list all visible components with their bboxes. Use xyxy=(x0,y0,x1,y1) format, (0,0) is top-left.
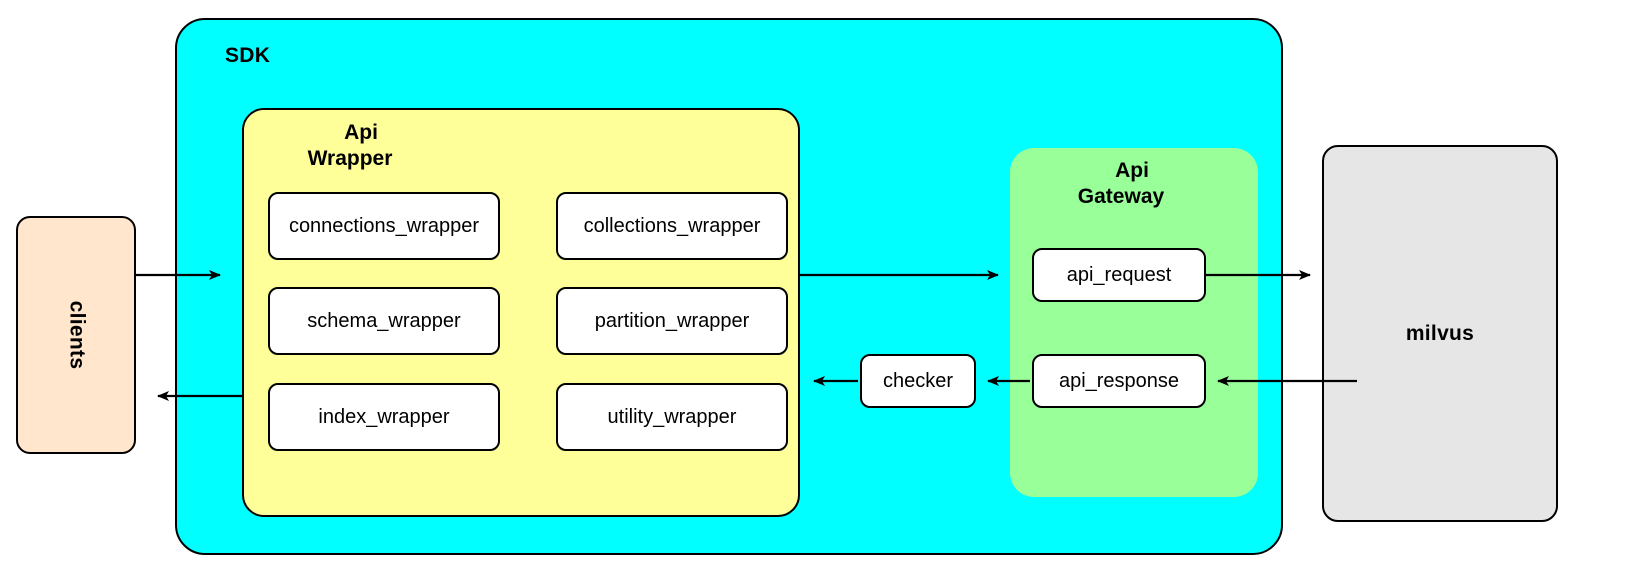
clients-label: clients xyxy=(64,300,88,370)
cell-api-response[interactable]: api_response xyxy=(1032,354,1206,408)
milvus-label: milvus xyxy=(1405,321,1475,345)
cell-connections-wrapper[interactable]: connections_wrapper xyxy=(268,192,500,260)
api-wrapper-label: Api Wrapper xyxy=(286,120,436,171)
milvus-node[interactable]: milvus xyxy=(1322,145,1558,522)
api-gateway-container[interactable]: Api Gateway api_request api_response xyxy=(1010,148,1258,497)
cell-partition-wrapper[interactable]: partition_wrapper xyxy=(556,287,788,355)
cell-utility-wrapper[interactable]: utility_wrapper xyxy=(556,383,788,451)
checker-node[interactable]: checker xyxy=(860,354,976,408)
cell-schema-wrapper[interactable]: schema_wrapper xyxy=(268,287,500,355)
api-gateway-label-line2: Gateway xyxy=(1077,184,1165,208)
clients-node[interactable]: clients xyxy=(16,216,136,454)
cell-collections-wrapper[interactable]: collections_wrapper xyxy=(556,192,788,260)
api-wrapper-label-line2: Wrapper xyxy=(307,146,393,170)
api-wrapper-container[interactable]: Api Wrapper connections_wrapper collecti… xyxy=(242,108,800,517)
api-gateway-label: Api Gateway xyxy=(1052,158,1212,209)
api-wrapper-label-line1: Api xyxy=(344,121,378,144)
sdk-label: SDK xyxy=(225,44,271,67)
cell-api-request[interactable]: api_request xyxy=(1032,248,1206,302)
api-gateway-label-line1: Api xyxy=(1115,159,1149,182)
cell-index-wrapper[interactable]: index_wrapper xyxy=(268,383,500,451)
